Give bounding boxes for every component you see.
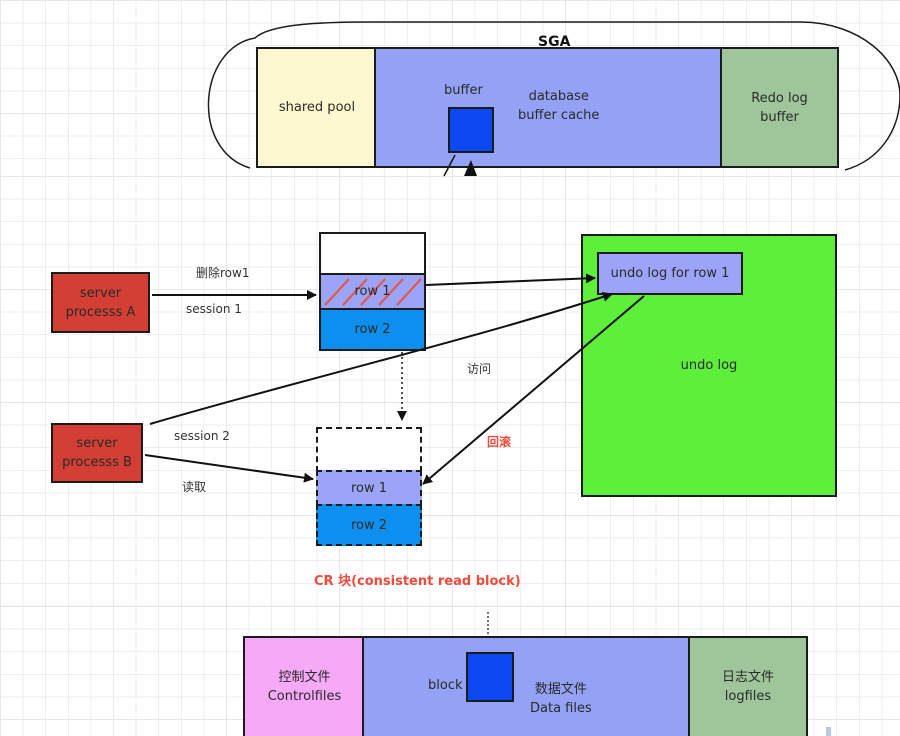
sga-title: SGA [538, 34, 571, 50]
edge-label-session2: session 2 [174, 429, 230, 443]
shared-pool-label: shared pool [278, 100, 356, 115]
data-block-header[interactable] [319, 232, 426, 275]
server-process-b[interactable]: server processs B [51, 423, 143, 483]
edge-label-delete-row1: 删除row1 [196, 266, 250, 280]
arrow-block-to-undo [425, 273, 596, 286]
arrow-access [149, 292, 613, 425]
log-files[interactable]: 日志文件 logfiles [688, 636, 808, 736]
database-buffer-cache[interactable]: database buffer cache buffer [374, 47, 722, 168]
buffer-link-line [443, 154, 456, 177]
cr-row1-label: row 1 [350, 480, 388, 496]
data-block-row2[interactable]: row 2 [319, 308, 426, 351]
arrow-read [144, 454, 314, 483]
shared-pool[interactable]: shared pool [256, 47, 376, 168]
scroll-indicator[interactable] [826, 727, 831, 736]
cr-block-row1[interactable]: row 1 [316, 470, 422, 506]
redo-log-buffer[interactable]: Redo log buffer [720, 47, 839, 168]
buffer-block[interactable] [448, 107, 494, 153]
edge-label-session1: session 1 [186, 302, 242, 316]
undo-log-entry-row1[interactable]: undo log for row 1 [597, 252, 743, 295]
cr-block-caption: CR 块(consistent read block) [314, 574, 521, 589]
edge-label-access: 访问 [467, 362, 492, 376]
undo-log-label: undo log [680, 358, 738, 373]
cr-block-row2[interactable]: row 2 [316, 504, 422, 546]
arrow-rollback [422, 295, 645, 485]
block-label: block [428, 678, 463, 693]
undo-entry-label: undo log for row 1 [610, 266, 730, 281]
deleted-hatch-icon [324, 278, 422, 306]
row2-label: row 2 [354, 322, 391, 337]
edge-label-read: 读取 [182, 480, 207, 494]
cr-row2-label: row 2 [350, 517, 388, 533]
database-buffer-cache-label: database buffer cache [518, 89, 600, 123]
control-files[interactable]: 控制文件 Controlfiles [243, 636, 364, 736]
buffer-link-arrow [464, 160, 477, 176]
edge-label-rollback: 回滚 [487, 435, 512, 449]
buffer-label: buffer [444, 83, 483, 98]
row1-label: row 1 [354, 284, 391, 299]
data-files-label: 数据文件 Data files [530, 682, 592, 716]
data-files[interactable]: block 数据文件 Data files [362, 636, 690, 736]
server-process-a[interactable]: server processs A [51, 272, 150, 333]
data-file-block[interactable] [466, 652, 514, 702]
